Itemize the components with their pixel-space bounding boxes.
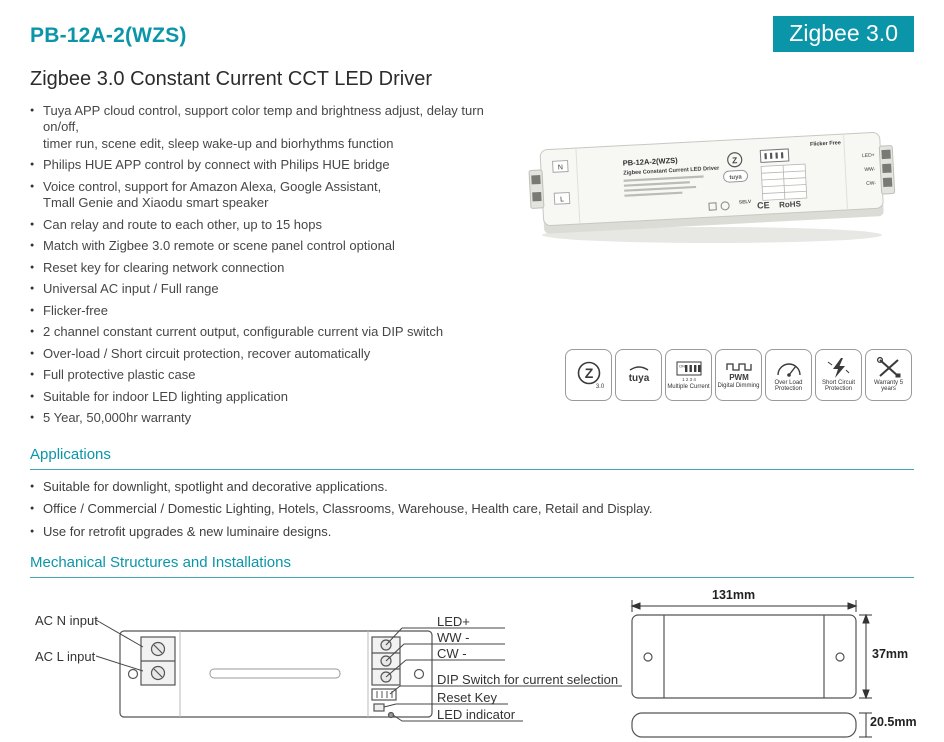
feature-item: Tuya APP cloud control, support color te… (30, 103, 508, 153)
certification-icons-row: Z 3.0 tuya ON (565, 348, 912, 401)
feature-item: 2 channel constant current output, confi… (30, 324, 508, 341)
zigbee-30-badge: Zigbee 3.0 (773, 16, 914, 52)
label-reset-key: Reset Key (437, 690, 497, 706)
applications-list: Suitable for downlight, spotlight and de… (30, 479, 914, 541)
dimension-lines (630, 600, 872, 738)
label-dip-switch: DIP Switch for current selection (437, 672, 619, 688)
dimension-drawing (631, 614, 857, 738)
ww-print: WW- (864, 166, 876, 173)
feature-item: Universal AC input / Full range (30, 281, 508, 298)
feature-item: Match with Zigbee 3.0 remote or scene pa… (30, 238, 508, 255)
flicker-free-print: Flicker Free (810, 140, 841, 148)
feature-item: Reset key for clearing network connectio… (30, 260, 508, 277)
label-cw: CW - (437, 646, 467, 662)
cert-label: Multiple Current (667, 383, 710, 390)
mechanical-drawing-area: AC N input AC L input LED+ WW - CW - DIP… (0, 587, 944, 742)
terminal-l-label: L (560, 196, 564, 203)
cert-label: Short Circuit Protection (821, 379, 855, 393)
label-ac-l-input: AC L input (35, 649, 96, 665)
svg-text:tuya: tuya (729, 174, 742, 181)
svg-text:1 2 3 4: 1 2 3 4 (682, 377, 696, 382)
cert-label: Digital Dimming (717, 382, 760, 389)
selv-mark: SELV (739, 199, 752, 206)
multiple-current-box: ON 1 2 3 4 Multiple Current (665, 348, 712, 401)
over-load-icon (776, 362, 801, 377)
label-led-plus: LED+ (437, 614, 470, 630)
mechanical-section-title: Mechanical Structures and Installations (30, 554, 291, 572)
feature-item: 5 Year, 50,000hr warranty (30, 410, 508, 427)
tuya-logo-icon: tuya (723, 169, 749, 183)
svg-text:ON: ON (679, 363, 685, 368)
svg-text:3.0: 3.0 (595, 384, 604, 390)
features-section: Tuya APP cloud control, support color te… (30, 103, 914, 432)
label-ww: WW - (437, 630, 470, 646)
cert-marks-print: SELV CE RoHS (708, 199, 802, 211)
feature-item: Can relay and route to each other, up to… (30, 217, 508, 234)
warranty-tools-icon (876, 356, 900, 377)
feature-item: Flicker-free (30, 303, 508, 320)
zigbee-logo-icon: Z (727, 152, 743, 168)
applications-section-title: Applications (30, 445, 111, 463)
dip-switch-icon: ON 1 2 3 4 (676, 361, 701, 382)
current-table-print (760, 163, 808, 201)
ce-mark: CE (757, 200, 770, 211)
zigbee-cert-box: Z 3.0 (565, 348, 612, 401)
feature-item: Suitable for indoor LED lighting applica… (30, 389, 508, 406)
dimension-length: 131mm (712, 588, 756, 603)
feature-item: Full protective plastic case (30, 367, 508, 384)
pwm-dimming-box: PWM Digital Dimming (715, 348, 762, 401)
output-connector (878, 145, 896, 195)
header: PB-12A-2(WZS) Zigbee 3.0 (30, 16, 914, 52)
led-plus-print: LED+ (862, 152, 875, 159)
cw-print: CW- (866, 180, 877, 187)
mechanical-drawing (95, 600, 872, 738)
feature-item: Over-load / Short circuit protection, re… (30, 346, 508, 363)
cert-label: Over Load Protection (774, 379, 803, 393)
short-circuit-box: Short Circuit Protection (815, 348, 862, 401)
led-driver-device: N L PB-12A-2(WZS) Zigbee Constant Curren… (528, 131, 896, 234)
svg-text:Z: Z (732, 155, 738, 165)
terminal-n-label: N (558, 164, 563, 171)
section-divider (30, 468, 914, 470)
label-led-indicator: LED indicator (437, 707, 516, 723)
dimension-height: 20.5mm (870, 715, 917, 730)
page-title: PB-12A-2(WZS) (30, 24, 187, 47)
rohs-mark: RoHS (779, 199, 802, 209)
features-list: Tuya APP cloud control, support color te… (30, 103, 508, 432)
application-item: Suitable for downlight, spotlight and de… (30, 479, 914, 496)
svg-text:Z: Z (584, 365, 593, 381)
svg-text:PWM: PWM (729, 373, 749, 382)
cert-label: Warranty 5 years (873, 379, 904, 393)
device-shadow (542, 226, 882, 243)
warranty-box: Warranty 5 years (865, 348, 912, 401)
svg-text:tuya: tuya (628, 373, 649, 384)
product-image: N L PB-12A-2(WZS) Zigbee Constant Curren… (528, 131, 896, 243)
leader-lines (95, 619, 622, 722)
device-spec-microtext (623, 175, 704, 197)
section-divider (30, 577, 914, 579)
short-circuit-icon (827, 357, 849, 378)
front-view-drawing (119, 630, 433, 719)
product-subtitle: Zigbee 3.0 Constant Current CCT LED Driv… (30, 67, 433, 90)
device-title-print: Zigbee Constant Current LED Driver (623, 165, 720, 176)
application-item: Office / Commercial / Domestic Lighting,… (30, 501, 914, 518)
zigbee-icon: Z 3.0 (577, 361, 604, 390)
dimension-width: 37mm (872, 647, 909, 662)
over-load-box: Over Load Protection (765, 348, 812, 401)
device-model-print: PB-12A-2(WZS) (622, 156, 678, 168)
label-ac-n-input: AC N input (35, 613, 98, 629)
input-connector (528, 169, 545, 209)
feature-item: Voice control, support for Amazon Alexa,… (30, 179, 508, 212)
pwm-icon: PWM (725, 363, 752, 382)
product-visual-column: N L PB-12A-2(WZS) Zigbee Constant Curren… (508, 103, 914, 425)
tuya-cert-box: tuya (615, 348, 662, 401)
application-item: Use for retrofit upgrades & new luminair… (30, 524, 914, 541)
tuya-icon: tuya (628, 366, 649, 384)
dip-switch-print (759, 148, 790, 163)
feature-item: Philips HUE APP control by connect with … (30, 157, 508, 174)
